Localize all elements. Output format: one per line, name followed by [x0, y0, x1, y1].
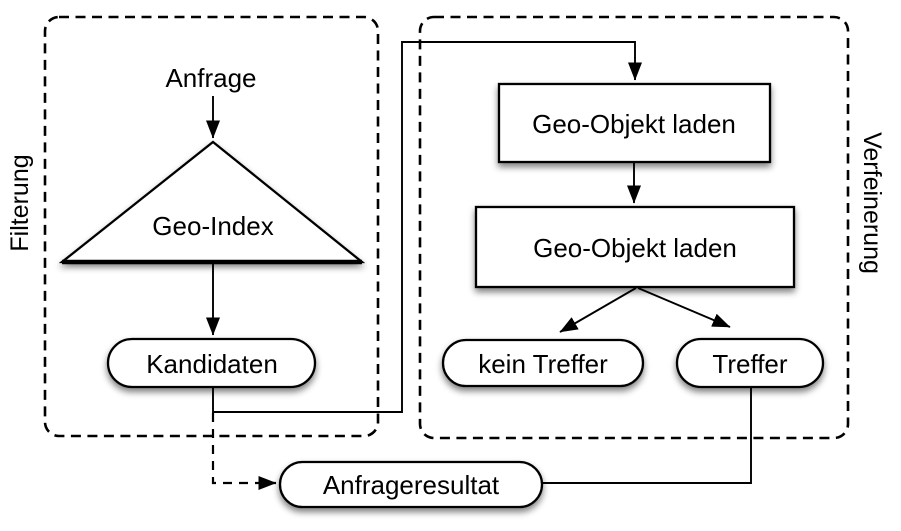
kandidaten-label: Kandidaten [146, 349, 278, 379]
filterung-section-box [43, 15, 380, 438]
geo-objekt-laden-2-label: Geo-Objekt laden [533, 233, 737, 263]
geo-objekt-laden-2-node [474, 205, 796, 289]
anfrage-label: Anfrage [165, 63, 256, 93]
treffer-node [675, 337, 825, 389]
geo-objekt-laden-1-label: Geo-Objekt laden [532, 109, 736, 139]
anfrageresultat-label: Anfrageresultat [323, 470, 500, 500]
kein-treffer-node [441, 338, 645, 388]
edge-geoobjekt2-to-treffer [637, 287, 731, 328]
filterung-section-label: Filterung [6, 154, 34, 251]
edge-treffer-to-anfrageresultat [543, 387, 752, 484]
geo-index-triangle [58, 140, 366, 264]
kein-treffer-label: kein Treffer [478, 349, 608, 379]
edge-geoobjekt2-to-keintreffer [559, 287, 637, 333]
kandidaten-node [106, 337, 317, 389]
geo-objekt-laden-1-node [497, 82, 772, 164]
edge-kandidaten-to-anfrageresultat-dashed [211, 413, 277, 490]
edge-kandidaten-to-geoobjekt [212, 41, 642, 413]
verfeinerung-section-label: Verfeinerung [858, 132, 886, 274]
geo-index-label: Geo-Index [152, 211, 273, 241]
anfrageresultat-node [278, 460, 544, 509]
treffer-label: Treffer [712, 349, 787, 379]
verfeinerung-section-box [418, 15, 850, 440]
